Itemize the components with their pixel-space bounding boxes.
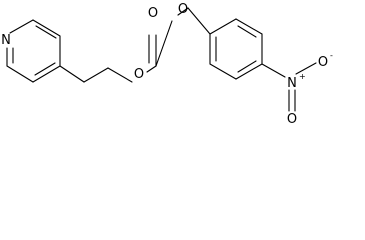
bond-ring-ch2 (59, 65, 85, 83)
bond-b2-b3-inner (237, 25, 257, 38)
charge-nitro-o-minus: - (330, 51, 333, 60)
bond-c-o-ester (107, 67, 133, 83)
bond-b4-b5-inner (237, 60, 257, 73)
bond-c5-c6 (6, 65, 34, 83)
pyridine-ring (6, 19, 61, 83)
bond-c4-c5-inner (34, 62, 56, 76)
bond-b4-b5 (235, 63, 263, 80)
atom-ester-o: O (134, 67, 144, 82)
bond-ch2-c (83, 67, 109, 83)
bond-c4-c5 (32, 65, 61, 83)
atom-phenoxy-o: O (178, 2, 188, 17)
structure-canvas: N O O O N + O - O (1, 2, 333, 127)
bond-c-phenoxy-o (155, 20, 173, 67)
bond-o-ester-c (146, 65, 157, 73)
bond-ring-nitro-n (261, 63, 286, 78)
bond-phenoxy-o-ring (187, 7, 211, 35)
bond-c2-c3-inner (35, 25, 57, 39)
charge-nitro-n: + (299, 72, 306, 81)
bond-b1-b2 (209, 18, 237, 35)
benzene-ring (209, 18, 263, 80)
atom-pyridine-n: N (1, 33, 11, 48)
bond-c-phenoxy-o-2 (177, 7, 189, 16)
atom-carbonyl-o: O (148, 6, 158, 21)
bond-n1-c2 (9, 19, 34, 34)
atom-nitro-o-minus: O (318, 55, 328, 70)
bond-c2-c3 (32, 19, 61, 37)
atom-nitro-o-double: O (287, 112, 297, 127)
bond-nitro-n-o-minus (295, 62, 317, 75)
bond-b5-b6 (209, 63, 237, 80)
bond-b2-b3 (235, 18, 263, 35)
atom-nitro-n: N (287, 76, 297, 91)
molecule-structure: N O O O N + O - O (1, 2, 333, 127)
